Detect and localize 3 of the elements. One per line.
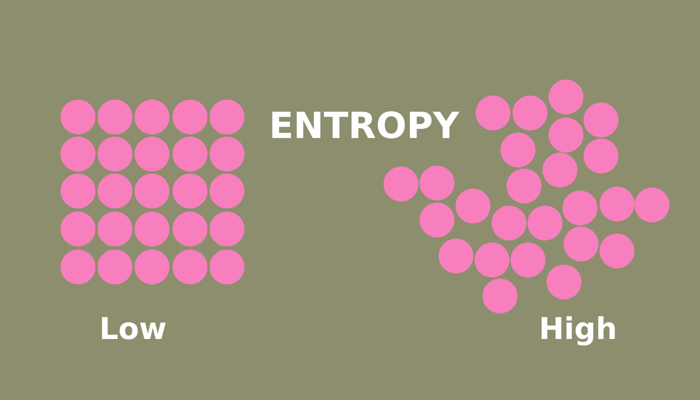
low-label: Low [99, 315, 167, 345]
high-label: High [538, 315, 618, 345]
title: ENTROPY [268, 109, 460, 145]
